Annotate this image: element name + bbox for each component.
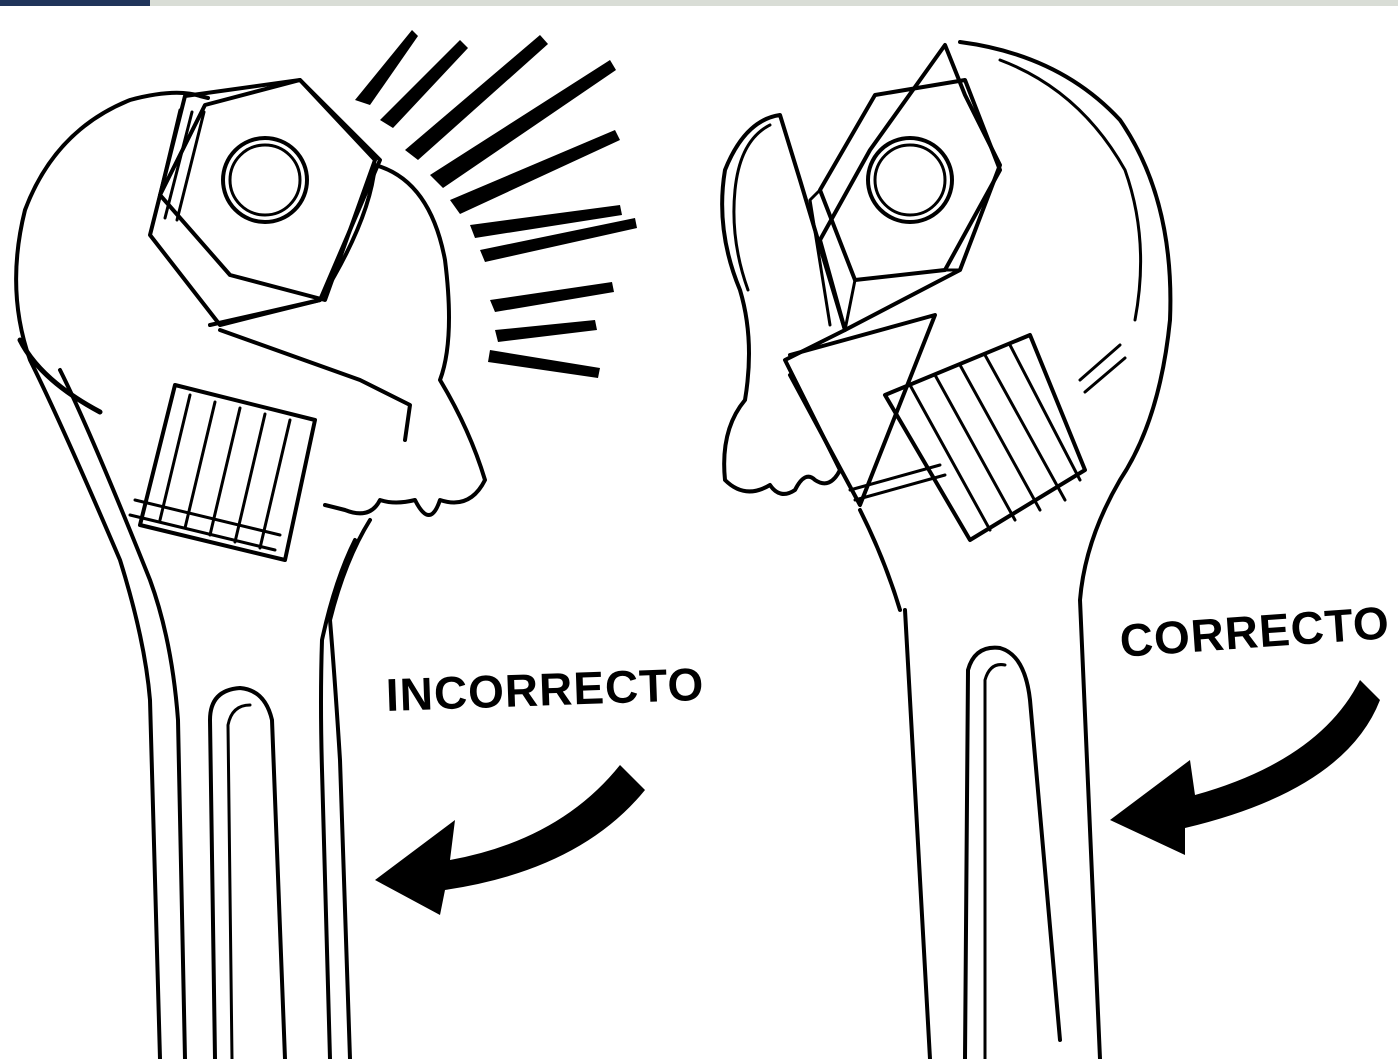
right-curved-arrow-icon	[1110, 680, 1380, 855]
left-knurl-lines	[160, 395, 290, 548]
left-wrench-slot	[210, 688, 285, 1059]
left-wrench-slot-inner	[228, 705, 250, 1059]
left-knurl	[140, 385, 315, 560]
left-wrench-handle-right	[330, 520, 370, 1059]
incorrect-label: INCORRECTO	[385, 657, 705, 722]
right-wrench-handle-left	[860, 510, 930, 1059]
left-nut-hole-inner	[230, 145, 300, 215]
right-wrench-slot	[965, 648, 1060, 1059]
left-wrench-fixed-jaw	[150, 80, 380, 325]
impact-lines-icon	[355, 30, 637, 378]
left-head-crescent	[20, 340, 100, 412]
right-wrench-outline	[960, 42, 1170, 1059]
right-wrench-icon	[722, 42, 1170, 1059]
right-wrench-slot-inner	[985, 665, 1005, 1059]
left-nut-hole	[223, 138, 307, 222]
left-wrench-outline	[16, 93, 208, 1059]
right-nut-hole-inner	[875, 145, 945, 215]
right-wrench-jaw-inner	[734, 125, 770, 290]
left-wrench-jaw-ridges	[155, 110, 204, 220]
left-wrench-handle-right-inner	[321, 540, 355, 1059]
left-wrench-outline-inner	[60, 370, 185, 1059]
right-nut-hole	[868, 138, 952, 222]
left-curved-arrow-icon	[375, 765, 645, 915]
left-wrench-icon	[16, 80, 485, 1059]
right-wrench-outline-inner	[1000, 60, 1141, 320]
